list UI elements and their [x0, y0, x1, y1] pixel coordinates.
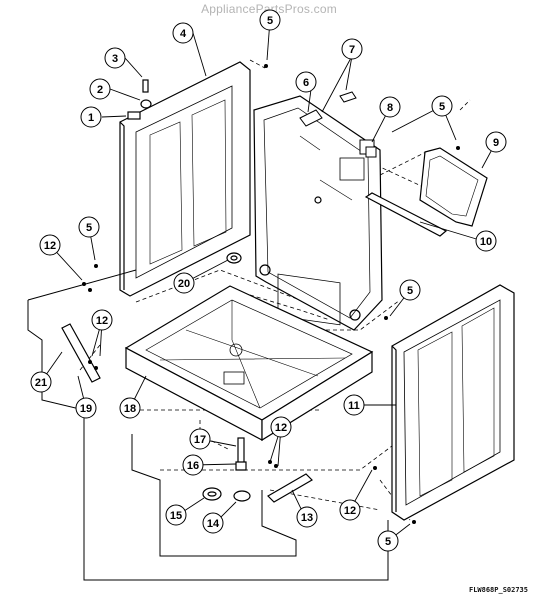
svg-text:12: 12	[44, 240, 56, 252]
callout-1: 1	[80, 106, 102, 128]
svg-text:5: 5	[267, 15, 273, 27]
callout-13: 13	[296, 506, 318, 528]
svg-text:12: 12	[344, 505, 356, 517]
trim-strip	[364, 192, 448, 237]
callout-18: 18	[119, 397, 141, 419]
svg-text:19: 19	[80, 403, 92, 415]
svg-text:18: 18	[124, 403, 136, 415]
callout-19: 19	[75, 397, 97, 419]
svg-text:2: 2	[97, 84, 103, 96]
callout-15: 15	[165, 504, 187, 526]
watermark: AppliancePartsPros.com	[201, 2, 337, 16]
svg-text:15: 15	[170, 510, 182, 522]
left-side-panel	[119, 61, 251, 297]
front-panel-outline	[27, 269, 389, 581]
right-side-panel	[391, 284, 515, 521]
diagram-code: FLW868P_S02735	[468, 586, 528, 594]
svg-text:21: 21	[35, 377, 47, 389]
svg-text:13: 13	[301, 512, 313, 524]
callout-4: 4	[172, 22, 194, 44]
svg-text:16: 16	[187, 460, 199, 472]
svg-text:12: 12	[96, 315, 108, 327]
callout-16: 16	[182, 454, 204, 476]
callout-5-bottom: 5	[377, 530, 399, 552]
access-cover	[419, 147, 488, 227]
svg-text:7: 7	[349, 44, 355, 56]
callout-9: 9	[485, 131, 507, 153]
svg-text:5: 5	[385, 536, 391, 548]
rear-brace	[267, 473, 313, 503]
callout-2: 2	[89, 78, 111, 100]
screws	[82, 64, 460, 524]
svg-text:12: 12	[275, 422, 287, 434]
leveling-foot	[202, 437, 251, 502]
svg-text:6: 6	[303, 77, 309, 89]
svg-text:20: 20	[178, 278, 190, 290]
callout-14: 14	[202, 512, 224, 534]
callout-7: 7	[341, 38, 363, 60]
base-frame	[124, 285, 374, 442]
callout-11: 11	[343, 394, 365, 416]
callout-20: 20	[173, 272, 195, 294]
svg-text:5: 5	[439, 101, 445, 113]
label-plates	[299, 91, 357, 127]
callout-12-brace: 12	[91, 309, 113, 331]
svg-text:14: 14	[207, 518, 220, 530]
callout-5-left: 5	[78, 216, 100, 238]
panel-clip	[359, 139, 377, 158]
rear-panel	[253, 95, 383, 331]
callout-8: 8	[379, 96, 401, 118]
callout-5-top: 5	[259, 9, 281, 31]
callout-12-right: 12	[339, 499, 361, 521]
callout-12-left: 12	[39, 234, 61, 256]
svg-text:11: 11	[348, 400, 360, 412]
callout-21: 21	[30, 371, 52, 393]
svg-text:17: 17	[194, 434, 206, 446]
callout-12-center: 12	[270, 416, 292, 438]
svg-text:3: 3	[112, 53, 118, 65]
callout-17: 17	[189, 428, 211, 450]
callout-10: 10	[475, 230, 497, 252]
callout-5-middle: 5	[399, 279, 421, 301]
top-hardware	[127, 79, 152, 120]
svg-text:1: 1	[88, 112, 94, 124]
svg-text:9: 9	[493, 137, 499, 149]
grommet	[226, 252, 242, 264]
svg-text:8: 8	[387, 102, 393, 114]
svg-text:10: 10	[480, 236, 492, 248]
callout-5-right: 5	[431, 95, 453, 117]
callout-3: 3	[104, 47, 126, 69]
svg-text:4: 4	[180, 28, 187, 40]
svg-text:5: 5	[86, 222, 92, 234]
svg-text:5: 5	[407, 285, 413, 297]
front-brace	[61, 323, 101, 383]
callout-6: 6	[295, 71, 317, 93]
